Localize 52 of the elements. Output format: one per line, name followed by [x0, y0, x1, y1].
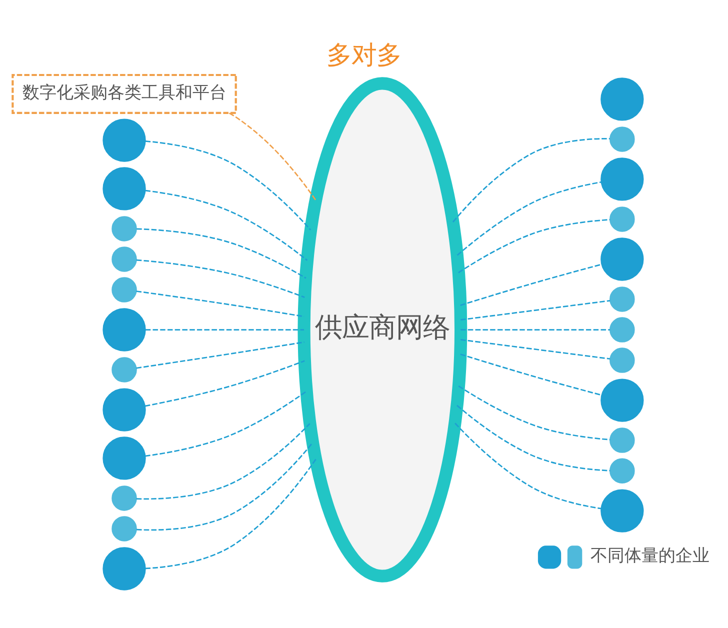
- connector: [460, 338, 610, 360]
- connector: [145, 390, 308, 456]
- node-circle: [600, 237, 644, 280]
- connector: [136, 422, 310, 500]
- connector: [145, 189, 308, 260]
- node-circle: [102, 546, 146, 590]
- connector: [145, 328, 304, 330]
- connector: [460, 328, 610, 330]
- connector: [136, 290, 304, 317]
- connector: [145, 458, 316, 569]
- node-circle: [112, 216, 137, 241]
- node-circle: [102, 308, 146, 351]
- node-circle: [102, 388, 146, 431]
- connector: [456, 404, 610, 471]
- node-circle: [610, 126, 635, 152]
- node-circle: [610, 316, 635, 342]
- node-circle: [600, 378, 644, 422]
- node-circle: [102, 118, 146, 162]
- connector: [460, 299, 610, 320]
- connector: [458, 218, 610, 273]
- connector: [136, 442, 314, 530]
- node-circle: [112, 356, 137, 382]
- node-circle: [610, 206, 635, 232]
- node-circle: [610, 286, 635, 312]
- node-circle: [102, 166, 146, 210]
- connector: [136, 228, 306, 278]
- connector: [460, 263, 602, 306]
- node-box: 数字化采购各类工具和平台: [12, 73, 237, 114]
- connector: [458, 384, 610, 440]
- legend-label: 不同体量的企业: [590, 544, 710, 565]
- node-circle: [112, 276, 137, 302]
- connector: [454, 422, 602, 509]
- node-circle: [610, 427, 635, 452]
- connector: [144, 360, 305, 406]
- node-circle: [112, 516, 137, 541]
- node-ellipse: 供应商网络: [298, 76, 468, 582]
- node-circle: [600, 157, 644, 200]
- connector: [145, 140, 312, 230]
- node-circle: [102, 436, 146, 480]
- diagram-title: 多对多: [326, 40, 402, 70]
- node-circle: [112, 246, 137, 272]
- connector: [136, 258, 305, 298]
- connector: [456, 180, 602, 256]
- node-circle: [600, 77, 644, 120]
- connector: [136, 340, 304, 368]
- node-circle: [600, 488, 644, 532]
- node-circle: [610, 347, 635, 372]
- connector: [228, 112, 316, 200]
- node-circle: [610, 458, 635, 483]
- node-circle: [112, 485, 137, 510]
- connector: [452, 138, 610, 222]
- connector: [460, 353, 602, 396]
